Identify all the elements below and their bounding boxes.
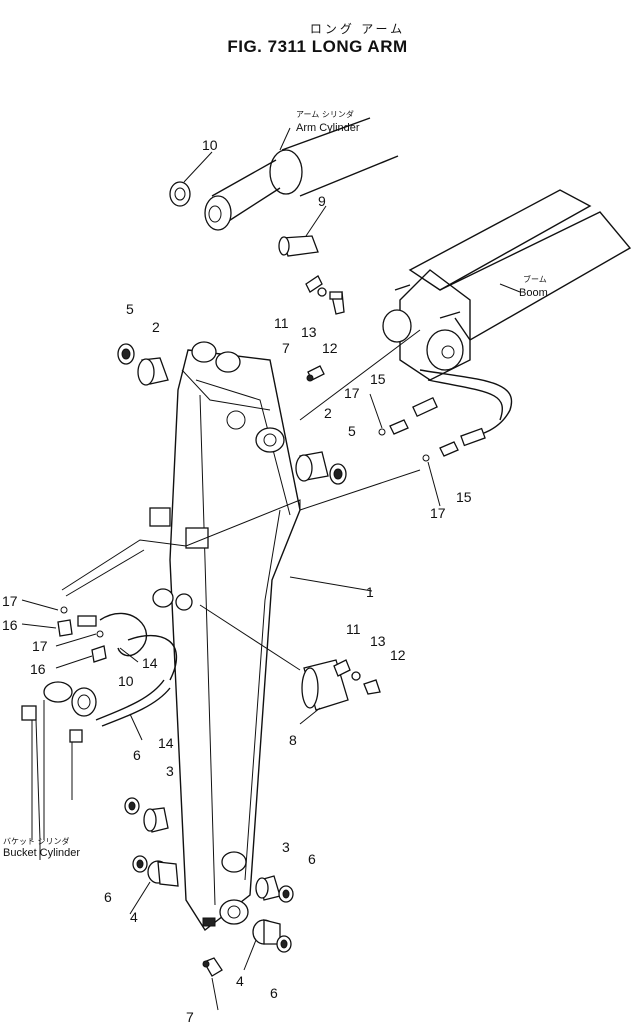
callout-7-bottom: 7 [186,1009,194,1025]
callout-13-bottom: 13 [370,633,386,649]
hose-14-upper [99,612,177,681]
callout-17-upper-right: 17 [344,385,360,401]
callout-15-lower: 15 [456,489,472,505]
fitting-16-lower [91,645,107,663]
callout-14-upper: 14 [142,655,158,671]
callout-6-right-upper: 6 [308,851,316,867]
callout-11-bottom: 11 [346,621,361,637]
callout-3-right: 3 [282,839,290,855]
callout-6-right-lower: 6 [270,985,278,1001]
callout-10-top: 10 [202,137,218,153]
callout-16-left-upper: 16 [2,617,18,633]
callout-6-left-upper: 6 [133,747,141,763]
bucket-cylinder-label-jp: バケット シリンダ [3,836,70,846]
seal-6-right-lower [276,935,292,953]
washer-13-bottom [351,671,361,681]
callout-16-left-lower: 16 [30,661,46,677]
bushing-3-right [255,875,281,901]
callout-12-bottom: 12 [390,647,406,663]
callout-17-lower-right: 17 [430,505,446,521]
grease-fitting-7-top [306,365,325,382]
callout-7-top: 7 [282,340,290,356]
fitting-16-upper [57,615,97,637]
figure-title: FIG. 7311 LONG ARM [227,37,408,56]
seal-5-left [117,343,135,365]
arm-cylinder-label: Arm Cylinder [296,122,360,134]
seal-5-right [329,463,347,485]
fitting-15-upper [389,419,409,435]
fitting-15-lower [439,441,459,457]
callout-9: 9 [318,193,326,209]
figure-title-japanese: ロング アーム [309,22,406,36]
bolt-12-bottom [363,679,381,695]
callout-14-lower: 14 [158,735,174,751]
plate-11-bottom [333,659,351,677]
seal-6-left-lower [132,855,148,873]
pipe-lines [61,469,421,671]
collar-4-right [252,919,281,945]
callout-4-left: 4 [130,909,138,925]
callout-4-right: 4 [236,973,244,989]
plate-11-top [305,275,323,293]
callout-8: 8 [289,732,297,748]
callout-6-left-lower: 6 [104,889,112,905]
callout-12-top: 12 [322,340,338,356]
bushing-2-left [137,357,169,386]
boom-label-jp: ブーム [523,274,547,284]
callout-5-right: 5 [348,423,356,439]
seal-6-right-upper [278,885,294,903]
bolt-12-top [329,291,345,315]
oring-17 [60,428,430,638]
long-arm-body [149,341,301,932]
boom [299,189,632,421]
callout-13-top: 13 [301,324,317,340]
hose-14-lower [95,679,171,727]
grease-fitting-7-bottom [202,957,223,977]
callout-2-right: 2 [324,405,332,421]
callout-11-top: 11 [274,315,289,331]
callout-2-left: 2 [152,319,160,335]
collar-4-left [147,860,179,887]
callout-15-upper: 15 [370,371,386,387]
boom-label: Boom [519,287,548,299]
callout-10-left: 10 [118,673,134,689]
ring-10-top [169,181,191,207]
callout-17-left-lower: 17 [32,638,48,654]
leader-lines [21,127,521,1011]
hose-boom-side [412,369,513,447]
callout-3-left: 3 [166,763,174,779]
callout-5-left: 5 [126,301,134,317]
callout-1: 1 [366,584,374,600]
bushing-3-left [143,807,169,833]
washer-13-top [317,287,327,297]
arm-cylinder [204,117,399,231]
bucket-cylinder-label: Bucket Cylinder [3,847,80,859]
ring-10-left [71,687,97,717]
callout-17-left-upper: 17 [2,593,18,609]
bucket-cylinder-lines [21,681,83,841]
bushing-2-right [295,451,329,482]
arm-cylinder-label-jp: アーム シリンダ [296,109,354,119]
seal-6-left-upper [124,797,140,815]
pin-9 [278,235,319,257]
